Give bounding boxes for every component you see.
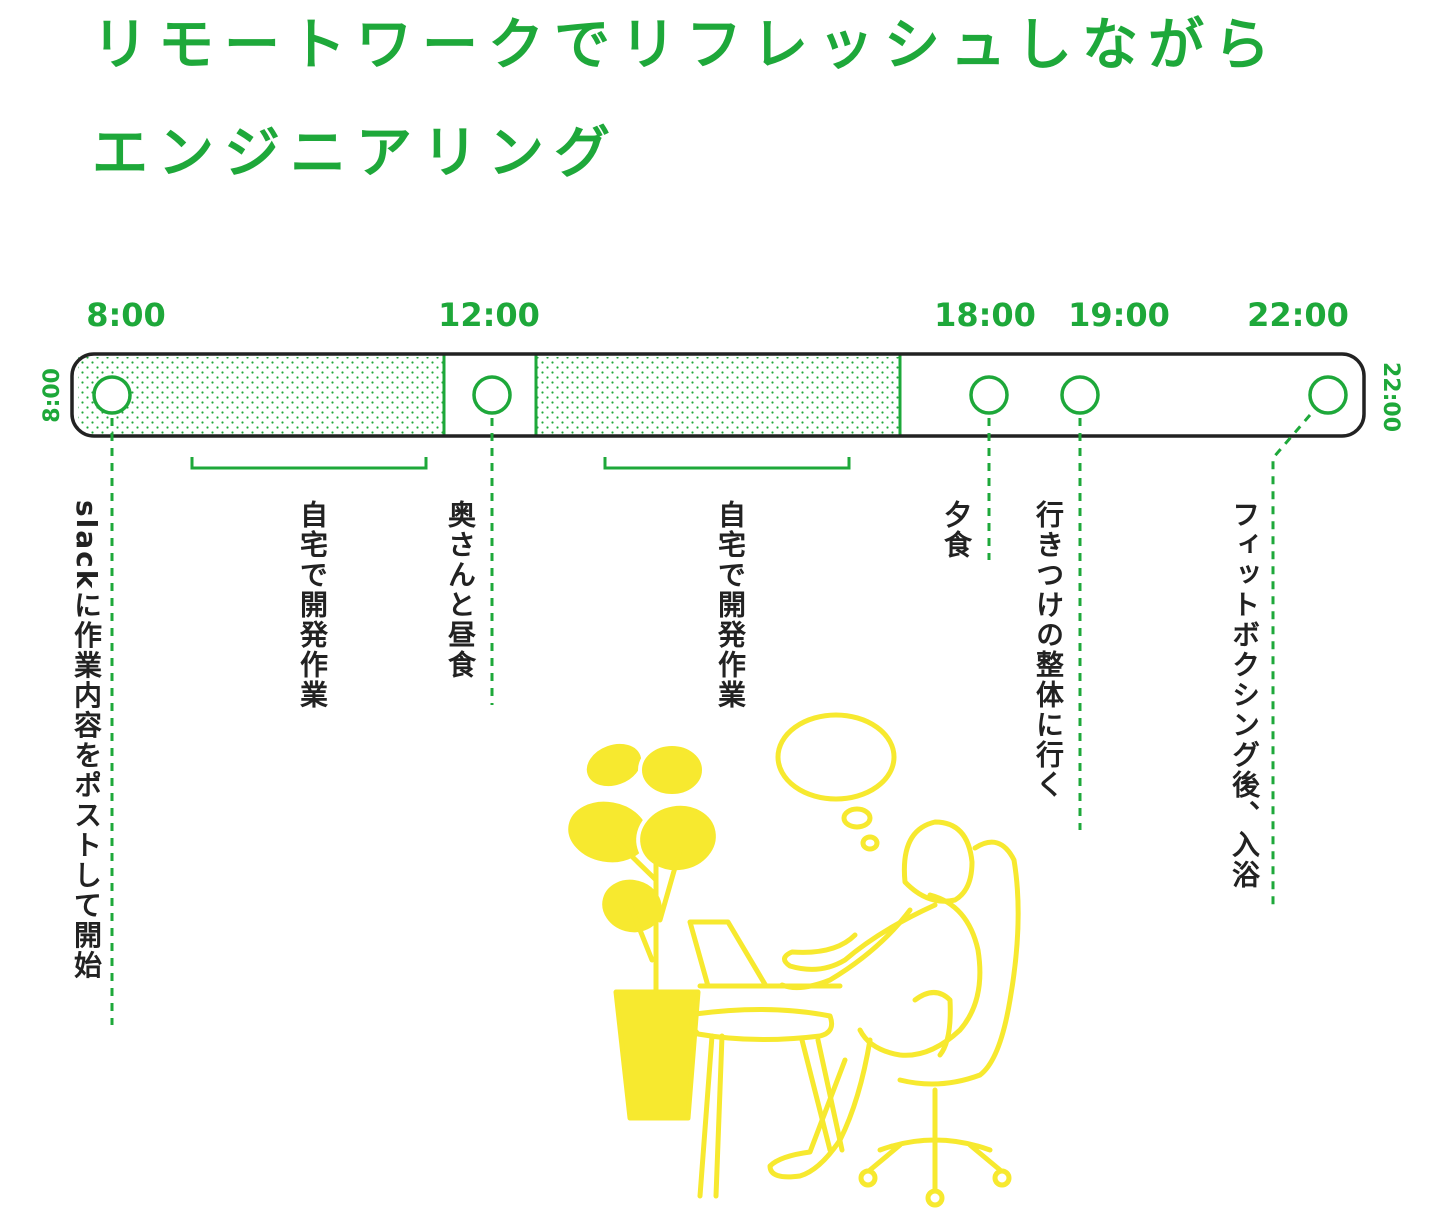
event-marker-seitai	[1060, 375, 1100, 415]
side-time-end: 22:00	[1378, 362, 1403, 433]
event-marker-lunch	[472, 375, 512, 415]
event-label-start: slackに作業内容をポストして開始	[70, 500, 103, 981]
event-label-work-afternoon: 自宅で開発作業	[714, 500, 747, 710]
page-title-line1: リモートワークでリフレッシュしながら	[92, 13, 1280, 78]
event-label-work-morning: 自宅で開発作業	[296, 500, 329, 710]
time-label-18: 18:00	[934, 296, 1036, 334]
event-label-seitai: 行きつけの整体に行く	[1032, 500, 1065, 800]
event-marker-start	[92, 375, 132, 415]
event-label-lunch: 奥さんと昼食	[444, 500, 477, 680]
event-marker-dinner	[969, 375, 1009, 415]
work-segment-morning	[78, 357, 444, 434]
person-at-desk-with-plant-illustration	[564, 712, 1021, 1208]
time-label-8: 8:00	[86, 296, 166, 334]
event-label-dinner: 夕食	[940, 500, 973, 560]
range-bracket-morning	[190, 457, 428, 470]
event-marker-bath	[1308, 375, 1348, 415]
work-segment-afternoon	[536, 357, 900, 434]
timeline-bar	[70, 352, 1366, 438]
connector-bath	[1271, 414, 1312, 905]
range-bracket-afternoon	[603, 457, 851, 470]
time-label-22: 22:00	[1247, 296, 1349, 334]
time-label-12: 12:00	[438, 296, 540, 334]
event-label-bath: フィットボクシング後、入浴	[1228, 500, 1261, 890]
time-label-19: 19:00	[1068, 296, 1170, 334]
page-title-line2: エンジニアリング	[92, 121, 620, 186]
